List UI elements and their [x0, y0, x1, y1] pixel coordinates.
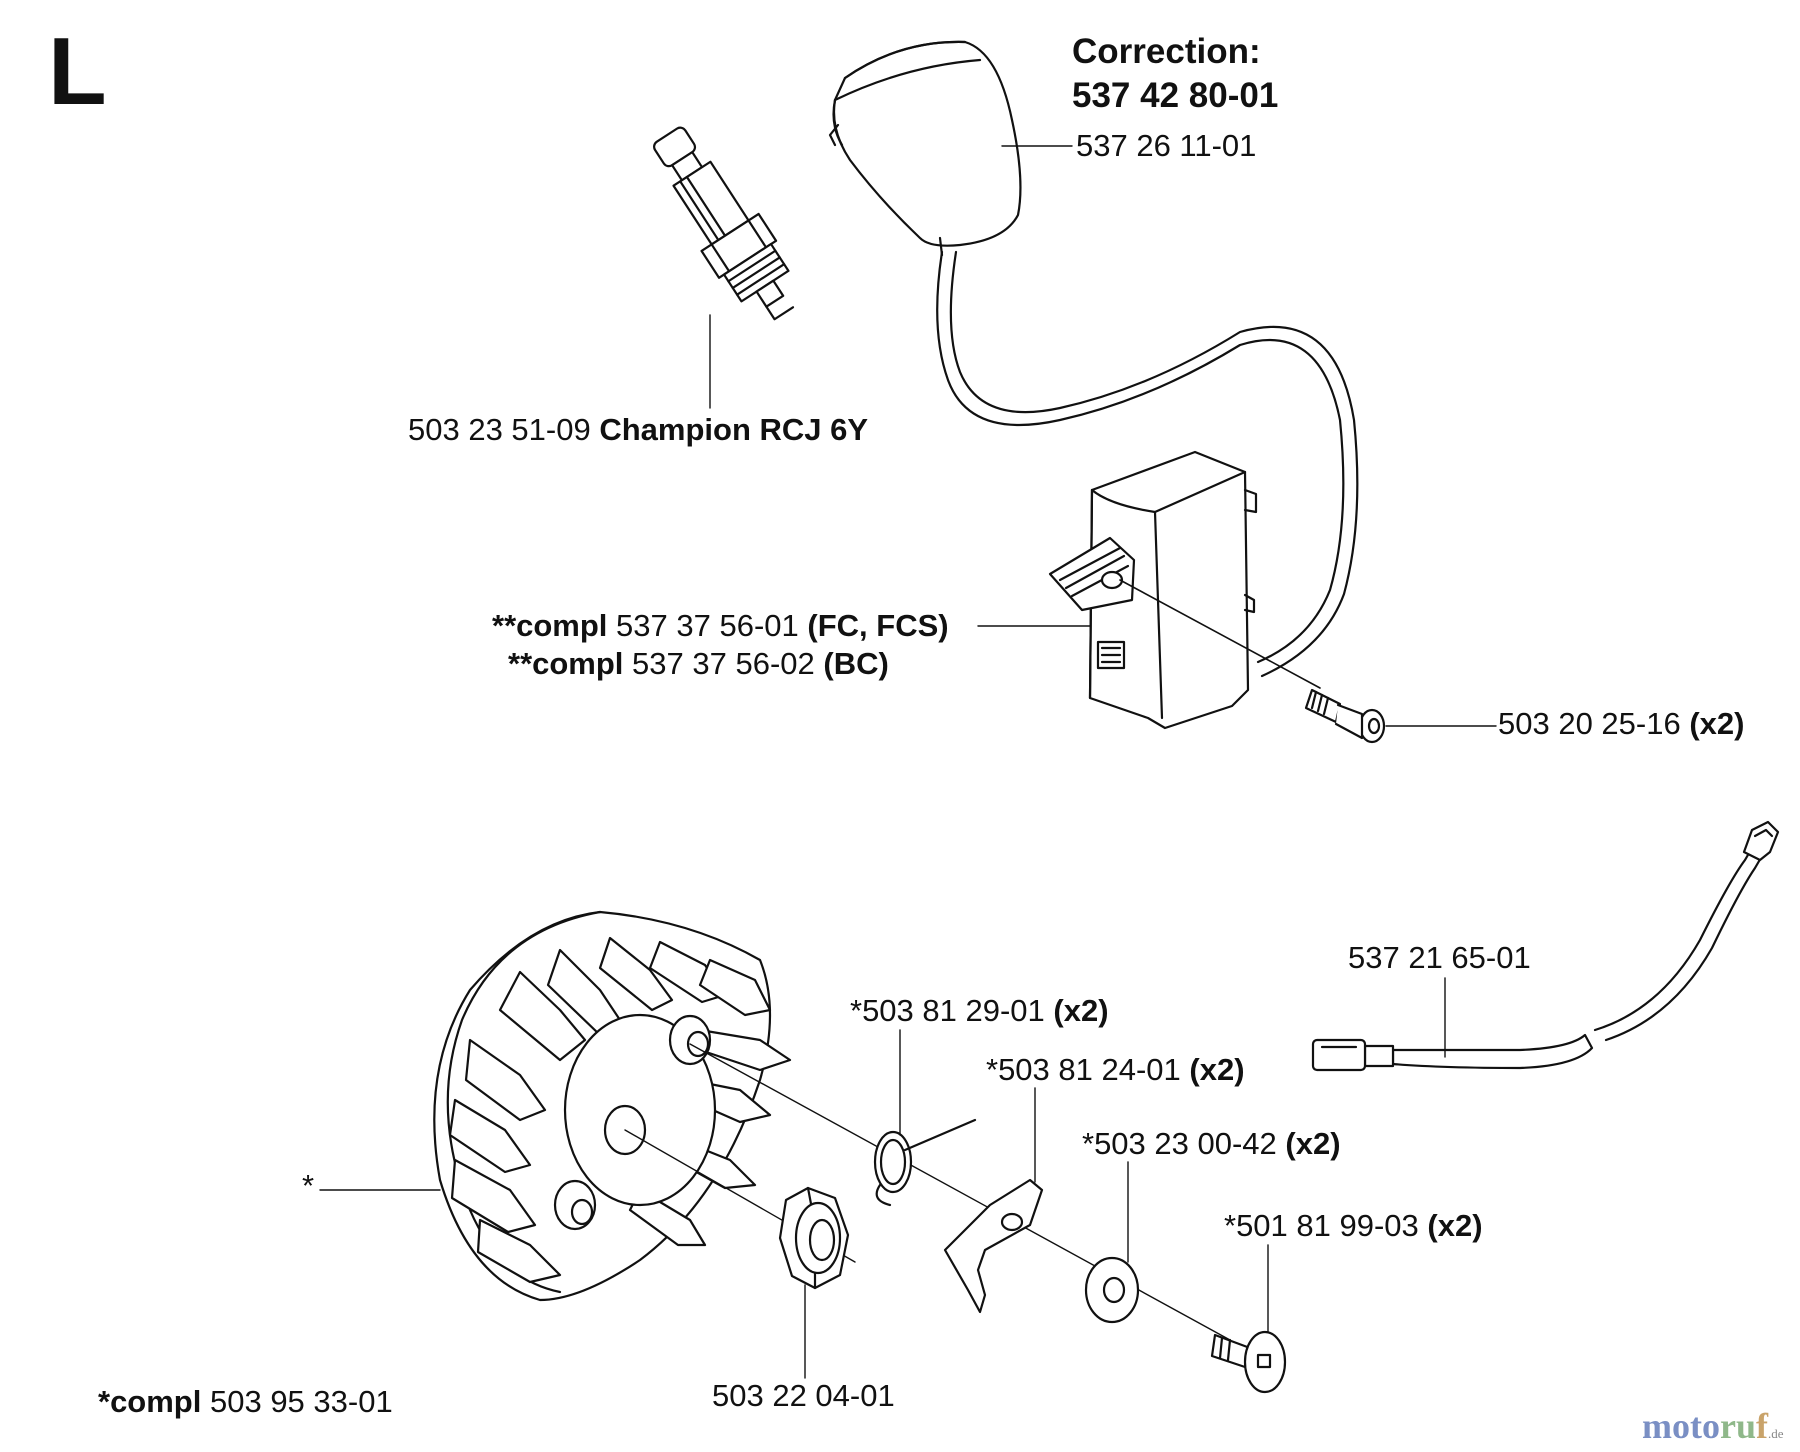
label-flywheel-marker: * [302, 1168, 314, 1204]
label-spark-plug: 503 23 51-09 Champion RCJ 6Y [408, 412, 868, 448]
spark-plug-boot-number: 537 26 11-01 [1076, 128, 1257, 163]
spark-plug-number: 503 23 51-09 [408, 412, 591, 447]
label-spark-plug-boot: 537 26 11-01 [1076, 128, 1256, 164]
label-flywheel-nut: 503 22 04-01 [712, 1378, 895, 1414]
flywheel-compl-number: 503 95 33-01 [209, 1384, 393, 1419]
pawl-screw-number: *501 81 99-03 [1224, 1208, 1419, 1243]
label-pawl: *503 81 24-01 (x2) [986, 1052, 1245, 1088]
label-washer: *503 23 00-42 (x2) [1082, 1126, 1341, 1162]
module-screw [1119, 579, 1386, 744]
flywheel [433, 910, 792, 1302]
flywheel-nut [778, 1186, 850, 1290]
pawl-number: *503 81 24-01 [986, 1052, 1181, 1087]
short-circuit-cable-number: 537 21 65-01 [1348, 940, 1531, 975]
washer-number: *503 23 00-42 [1082, 1126, 1277, 1161]
pawl-spring [873, 1118, 977, 1207]
ignition-module-2-prefix: **compl [508, 646, 624, 681]
ignition-module-1-suffix: (FC, FCS) [807, 608, 949, 643]
assembly-axis [689, 1043, 1231, 1341]
ignition-lead [936, 250, 1359, 678]
short-circuit-cable [1311, 820, 1780, 1072]
pawl-screw [1210, 1330, 1287, 1394]
label-module-screw: 503 20 25-16 (x2) [1498, 706, 1744, 742]
spark-plug [653, 126, 795, 321]
spark-plug-boot [828, 40, 1022, 257]
correction-heading: Correction: [1072, 32, 1261, 71]
flywheel-marker: * [302, 1168, 315, 1203]
watermark-part2: ru [1719, 1406, 1756, 1446]
ignition-module-2-suffix: (BC) [823, 646, 889, 681]
label-ignition-module-2: **compl 537 37 56-02 (BC) [508, 646, 889, 682]
label-flywheel-compl: *compl 503 95 33-01 [98, 1384, 393, 1420]
correction-part-number: 537 42 80-01 [1072, 76, 1279, 115]
label-pawl-screw: *501 81 99-03 (x2) [1224, 1208, 1483, 1244]
module-screw-number: 503 20 25-16 [1498, 706, 1681, 741]
pawl-spring-qty: (x2) [1053, 993, 1109, 1028]
flywheel-nut-number: 503 22 04-01 [712, 1378, 895, 1413]
washer [1084, 1256, 1140, 1324]
ignition-module [1048, 450, 1258, 730]
ignition-module-1-number: 537 37 56-01 [616, 608, 799, 643]
watermark-part3: f [1755, 1406, 1768, 1446]
ignition-module-2-number: 537 37 56-02 [632, 646, 815, 681]
section-letter: L [48, 18, 107, 125]
module-screw-qty: (x2) [1689, 706, 1745, 741]
label-pawl-spring: *503 81 29-01 (x2) [850, 993, 1109, 1029]
pawl-spring-number: *503 81 29-01 [850, 993, 1045, 1028]
watermark-part1: moto [1642, 1406, 1720, 1446]
washer-qty: (x2) [1285, 1126, 1341, 1161]
label-short-circuit-cable: 537 21 65-01 [1348, 940, 1531, 976]
flywheel-compl-prefix: *compl [98, 1384, 202, 1419]
spark-plug-name: Champion RCJ 6Y [599, 412, 869, 447]
pawl-screw-qty: (x2) [1427, 1208, 1483, 1243]
correction-note: Correction: 537 42 80-01 [1072, 30, 1278, 118]
pawl-qty: (x2) [1189, 1052, 1245, 1087]
watermark-tld: .de [1767, 1426, 1784, 1441]
pawl [943, 1178, 1044, 1314]
ignition-module-1-prefix: **compl [492, 608, 608, 643]
label-ignition-module-1: **compl 537 37 56-01 (FC, FCS) [492, 608, 949, 644]
watermark-logo: motoruf.de [1642, 1405, 1784, 1447]
